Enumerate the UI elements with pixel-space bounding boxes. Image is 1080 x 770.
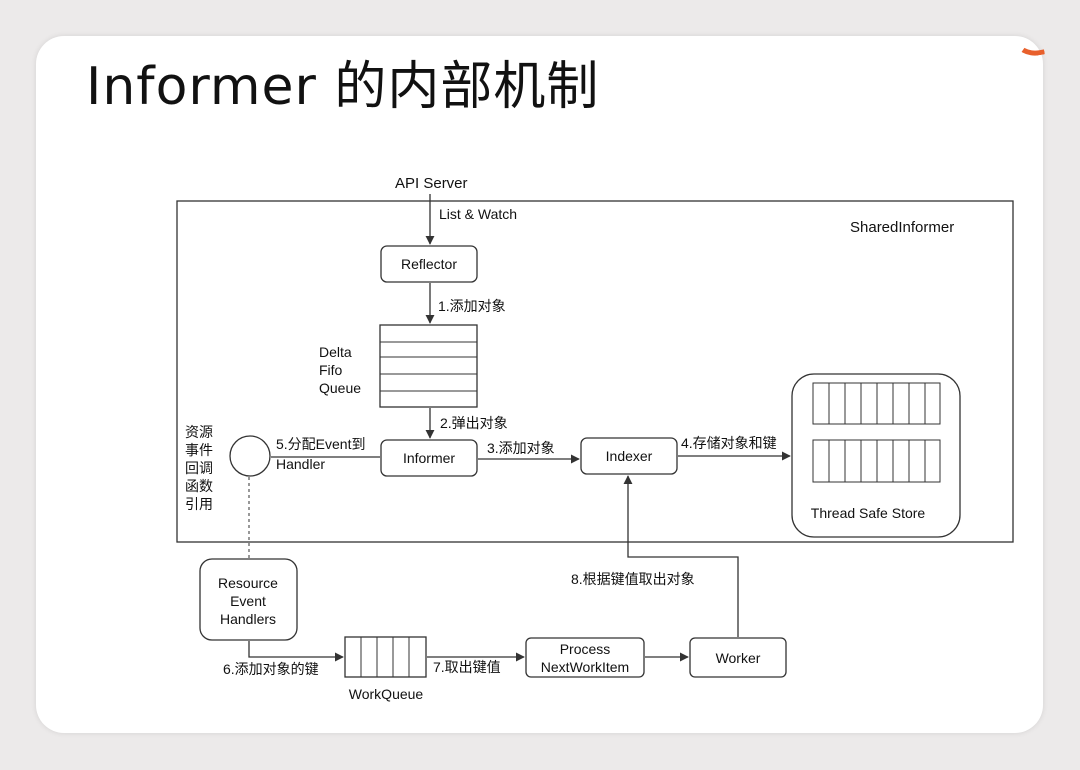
workqueue-box <box>344 636 427 678</box>
indexer-box <box>580 437 678 475</box>
indexer-label: Indexer <box>606 448 653 464</box>
step8-arrow <box>623 475 739 637</box>
step5-label-1: 5.分配Event到 <box>276 436 365 452</box>
reflector-label: Reflector <box>401 256 457 272</box>
thread-safe-store-box <box>791 373 961 538</box>
reh-label-1: Resource <box>218 575 278 591</box>
step5-label-2: Handler <box>276 456 325 472</box>
reh-label-3: Handlers <box>220 611 276 627</box>
step7-label: 7.取出键值 <box>433 659 501 675</box>
worker-box <box>689 637 787 678</box>
callback-ref-label-5: 引用 <box>185 496 213 512</box>
step1-label: 1.添加对象 <box>438 298 506 314</box>
workqueue-label: WorkQueue <box>349 686 424 702</box>
delta-fifo-queue <box>379 324 478 408</box>
store-grid-top <box>812 382 941 425</box>
reh-label-2: Event <box>230 593 266 609</box>
reflector-box <box>380 245 478 283</box>
callback-ref-label-4: 函数 <box>185 478 213 494</box>
step6-label: 6.添加对象的键 <box>223 661 319 677</box>
callback-ref-label-3: 回调 <box>185 460 213 476</box>
thread-safe-store-label: Thread Safe Store <box>811 505 926 521</box>
step3-label: 3.添加对象 <box>487 440 555 456</box>
step6-arrow <box>248 641 344 662</box>
slide-title: Informer 的内部机制 <box>86 57 600 117</box>
process-label-2: NextWorkItem <box>541 659 629 675</box>
delta-fifo-label-1: Delta <box>319 344 352 360</box>
informer-label: Informer <box>403 450 455 466</box>
resource-event-handlers-box <box>199 558 298 641</box>
store-grid-bottom <box>812 439 941 483</box>
shared-informer-boundary <box>176 200 1014 543</box>
process-next-work-item-box <box>525 637 645 678</box>
step4-label: 4.存储对象和键 <box>681 435 777 451</box>
shared-informer-label: SharedInformer <box>850 219 954 236</box>
callback-ref-circle <box>229 435 271 477</box>
step8-label: 8.根据键值取出对象 <box>571 571 695 587</box>
delta-fifo-label-3: Queue <box>319 380 361 396</box>
step2-label: 2.弹出对象 <box>440 415 508 431</box>
list-watch-label: List & Watch <box>439 206 517 222</box>
worker-label: Worker <box>716 650 761 666</box>
process-label-1: Process <box>560 641 611 657</box>
informer-box <box>380 439 478 477</box>
callback-ref-label-2: 事件 <box>185 442 213 458</box>
api-server-label: API Server <box>395 175 468 192</box>
delta-fifo-label-2: Fifo <box>319 362 343 378</box>
callback-ref-label-1: 资源 <box>185 424 213 440</box>
